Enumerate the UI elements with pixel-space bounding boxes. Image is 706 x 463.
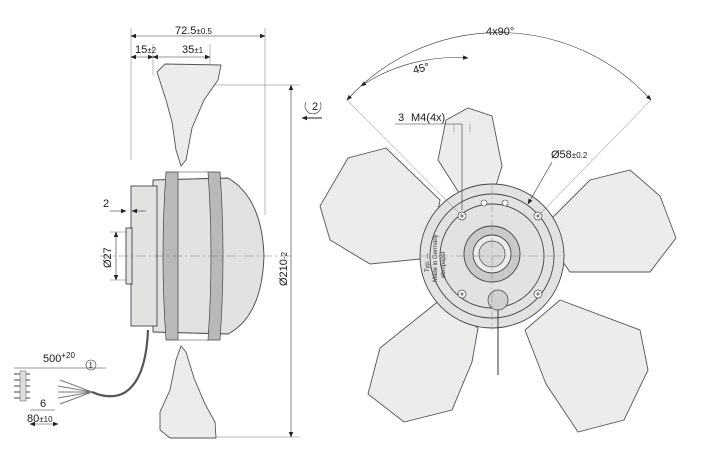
dim-thread: M4(4x) [411,112,445,124]
dim-bolt-circle: Ø58±0.2 [551,149,588,161]
dim-outer-dia: Ø210-2 [278,251,290,286]
dim-step: 2 [103,198,109,210]
side-view: 72.5±0.5 15±2 35±1 2 Ø27 Ø210-2 500+20 1 [14,25,300,439]
airflow-indicator: 2 [301,101,322,121]
side-blade-top [156,63,222,167]
dim-hole-pattern: 4x90° [486,26,514,38]
side-blade-bottom [159,345,217,439]
svg-text:Made in Germany: Made in Germany [433,234,439,282]
svg-text:ebmpapst: ebmpapst [441,251,447,278]
cable-sheath [91,329,150,398]
cable-leads [14,370,30,402]
front-blade-3 [524,299,649,433]
front-blade-2 [539,169,677,273]
dim-angle: 45° [412,61,431,77]
dim-overall-width: 72.5±0.5 [175,25,212,37]
cable-gland [487,289,509,311]
type-plate: ebmpapst Made in Germany Typ: --- [425,234,447,282]
front-blade-4 [367,299,479,423]
dim-hub-offset: 15±2 [135,44,157,56]
dim-lead-length: 80±10 [27,413,53,425]
note-marker-1-label: 1 [89,361,94,370]
front-view: ebmpapst Made in Germany Typ: --- 4x90° … [319,26,677,433]
note-marker-1 [85,359,97,371]
front-blade-5 [319,147,441,265]
airflow-marker-label: 2 [312,101,318,113]
svg-text:Typ: ---: Typ: --- [425,253,431,272]
side-blade-root-left [162,171,179,341]
dim-cable-length: 500+20 [43,351,75,365]
dim-strip-length: 6 [40,398,46,410]
ground-icon [480,199,488,207]
dim-shaft-dia: Ø27 [102,247,114,268]
dim-thread-marker: 3 [398,112,404,124]
dim-blade-depth: 35±1 [182,44,204,56]
